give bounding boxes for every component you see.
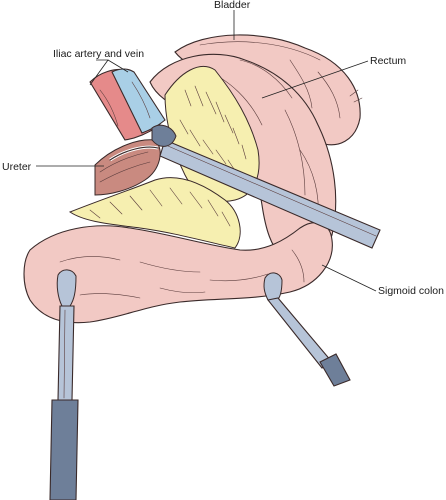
leader-rectum xyxy=(261,60,369,99)
leader-sigmoid xyxy=(321,264,377,292)
label-rectum: Rectum xyxy=(370,55,406,67)
label-bladder: Bladder xyxy=(214,0,251,11)
mesenteric-fat-lower xyxy=(68,177,241,249)
clamp-lower-right xyxy=(263,272,351,387)
label-iliac: Iliac artery and vein xyxy=(53,48,144,60)
leader-iliac xyxy=(89,59,129,86)
label-ureter: Ureter xyxy=(2,161,32,173)
ureter xyxy=(94,139,161,196)
retractor-upper xyxy=(151,124,381,249)
label-sigmoid: Sigmoid colon xyxy=(378,285,444,297)
clamp-lower-left xyxy=(49,269,79,500)
